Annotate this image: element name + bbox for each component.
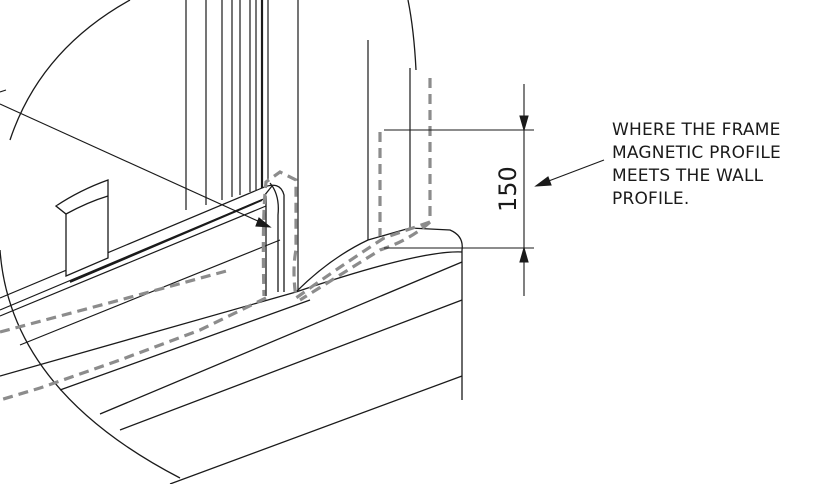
callout-line: MAGNETIC PROFILE bbox=[612, 143, 781, 163]
callout-line: MEETS THE WALL bbox=[612, 166, 764, 186]
frame-vertical-lines bbox=[185, 0, 411, 290]
dimension-150 bbox=[384, 84, 534, 296]
bottom-track bbox=[0, 187, 281, 346]
detail-circle-boundary bbox=[0, 0, 417, 479]
callout-line: WHERE THE FRAME bbox=[612, 120, 781, 140]
callout-line: PROFILE. bbox=[612, 189, 690, 209]
seal-block bbox=[54, 179, 109, 277]
leader-line-left bbox=[0, 89, 272, 228]
callout-arrow bbox=[534, 159, 605, 187]
callout-label: WHERE THE FRAME MAGNETIC PROFILE MEETS T… bbox=[612, 119, 838, 211]
dimension-value: 150 bbox=[494, 166, 522, 212]
dashed-highlight-outline bbox=[0, 78, 432, 402]
